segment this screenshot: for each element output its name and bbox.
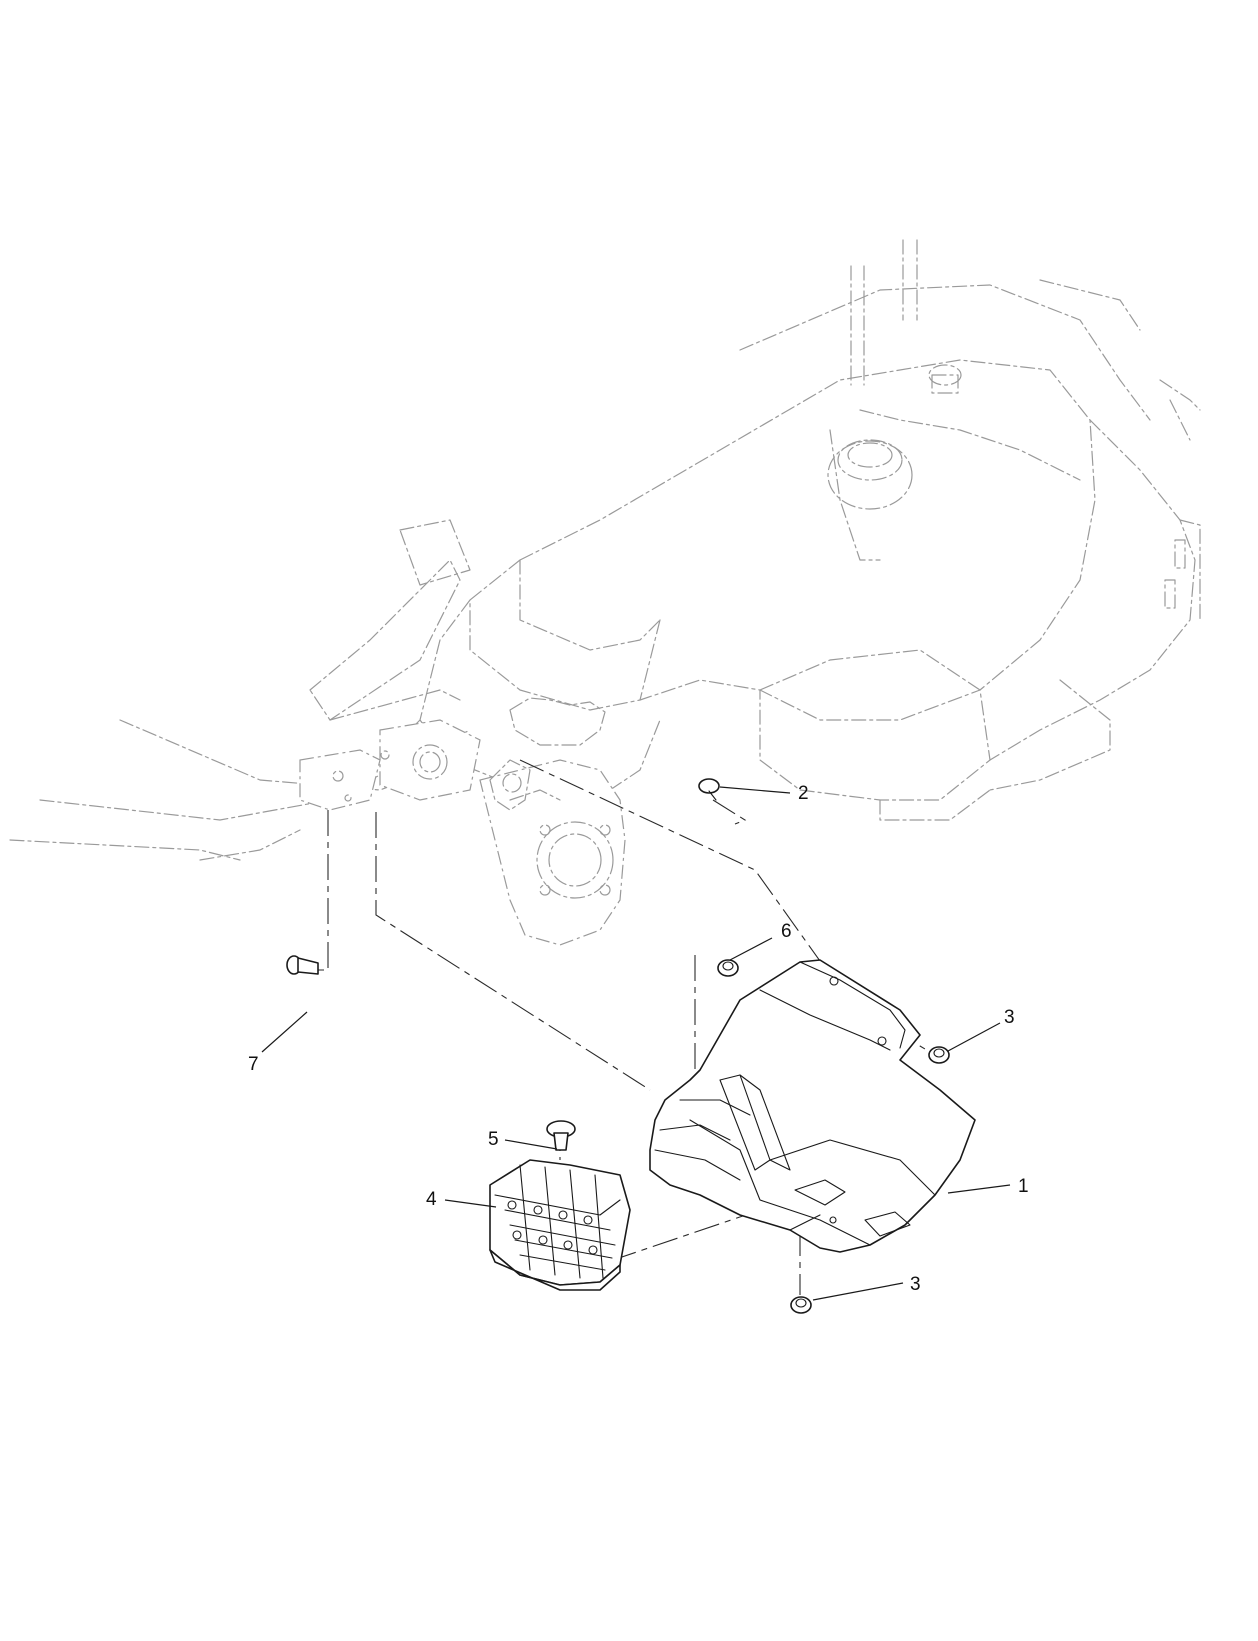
callout-2: 2 bbox=[798, 783, 809, 804]
part-2-clevis-pin bbox=[698, 778, 720, 801]
part-7-flange-bolt bbox=[286, 955, 319, 975]
callout-4: 4 bbox=[426, 1189, 437, 1210]
part-4-foot-plate bbox=[489, 1159, 631, 1291]
fuel-tank-ghost bbox=[359, 359, 1201, 821]
drive-sprocket-assembly-ghost bbox=[299, 697, 626, 946]
part-1-foot-rest-bracket bbox=[649, 959, 976, 1253]
callout-5: 5 bbox=[488, 1129, 499, 1150]
callout-7: 7 bbox=[248, 1054, 259, 1075]
machine-frame-ghost bbox=[9, 239, 1201, 861]
part-6-flange-nut bbox=[717, 959, 739, 977]
callout-6: 6 bbox=[781, 921, 792, 942]
part-3-flange-nut-lower bbox=[790, 1296, 812, 1314]
callout-3-lower: 3 bbox=[910, 1274, 921, 1295]
part-5-carriage-bolt bbox=[546, 1120, 576, 1151]
part-3-flange-nut-upper bbox=[928, 1046, 950, 1064]
callout-group: 2 6 3 1 3 5 4 7 bbox=[248, 783, 1029, 1301]
callout-3-upper: 3 bbox=[1004, 1007, 1015, 1028]
callout-1: 1 bbox=[1018, 1176, 1029, 1197]
